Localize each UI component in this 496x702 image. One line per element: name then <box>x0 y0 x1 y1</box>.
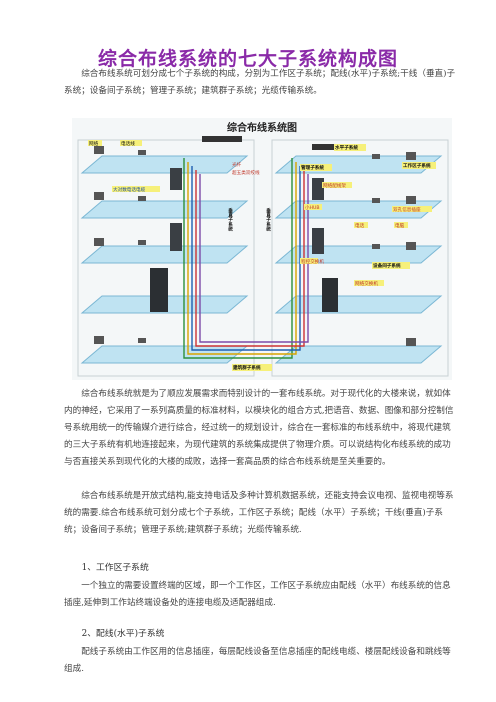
label-patch-panel: 网络配线架 <box>323 182 346 189</box>
label-dual-socket: 双孔信息插座 <box>393 206 421 213</box>
label-fiber: 光纤 <box>232 161 242 168</box>
rack-right-main <box>322 278 338 312</box>
label-vertical-subsystem-left: 垂直子系统 <box>228 207 233 232</box>
intro-paragraph: 综合布线系统可划分成七个子系统的构成，分别为工作区子系统；配线(水平)子系统;干… <box>64 69 456 96</box>
label-network: 网络 <box>89 140 99 147</box>
paragraph-3: 一个独立的需要设置终端的区域，即一个工作区，工作区子系统应由配线（水平）布线系统… <box>64 581 451 608</box>
label-trunk-cable: 大对数电话电缆 <box>113 186 146 193</box>
paragraph-1: 综合布线系统就是为了顺应发展需求而特别设计的一套布线系统。对于现代化的大楼来说，… <box>64 389 454 467</box>
label-phone: 电话 <box>355 222 365 229</box>
label-computer: 电脑 <box>395 222 405 229</box>
floor-right-5 <box>274 345 443 364</box>
label-horizontal-subsystem: 水平子系统 <box>335 144 358 151</box>
label-admin-subsystem: 管理子系统 <box>301 164 324 171</box>
building-left <box>77 139 255 377</box>
top-device-left <box>202 136 242 142</box>
rack-right-mid <box>312 228 324 254</box>
diagram-title: 综合布线系统图 <box>227 121 297 134</box>
label-campus-subsystem: 建筑群子系统 <box>232 364 261 371</box>
section-heading-2: 2、配线(水平)子系统 <box>81 629 165 639</box>
paragraph-4: 配线子系统由工作区用的信息插座，每层配线设备至信息插座的配线电缆、楼层配线设备和… <box>64 647 451 674</box>
terminals <box>94 146 416 346</box>
section-heading-1: 1、工作区子系统 <box>81 563 149 573</box>
label-pbx: 程控交换机 <box>301 258 324 265</box>
diagram-svg: 综合布线系统图 <box>77 121 449 377</box>
cabling-system-diagram: 综合布线系统图 <box>72 118 452 380</box>
building-right <box>271 139 449 377</box>
label-workarea-subsystem: 工作区子系统 <box>403 162 431 169</box>
label-cable: 超五类双绞线 <box>232 169 260 176</box>
floor-right-4 <box>274 295 443 314</box>
floor-left-3 <box>80 245 249 264</box>
paragraph-2: 综合布线系统是开放式结构,能支持电话及多种计算机数据系统，还能支持会议电视、监视… <box>64 491 454 535</box>
label-switch: 网络交换机 <box>355 280 378 287</box>
label-vertical-subsystem-right: 垂直子系统 <box>266 207 271 232</box>
page-title: 综合布线系统的七大子系统构成图 <box>97 48 398 70</box>
rack-left-top <box>170 168 182 190</box>
label-hub: 小HUB <box>305 204 320 211</box>
top-device-right <box>312 144 352 150</box>
diagram-labels: 网络 电话线 水平子系统 工作区子系统 管理子系统 网络配线架 小HUB 双孔信… <box>88 140 436 371</box>
label-phone-line: 电话线 <box>121 140 135 147</box>
floor-left-2 <box>80 200 249 219</box>
rack-left-mid <box>170 223 182 251</box>
rack-left-main <box>150 268 168 312</box>
rack-right-top <box>312 178 324 200</box>
label-equipment-subsystem: 设备间子系统 <box>373 262 401 269</box>
floor-left-1 <box>80 155 249 174</box>
